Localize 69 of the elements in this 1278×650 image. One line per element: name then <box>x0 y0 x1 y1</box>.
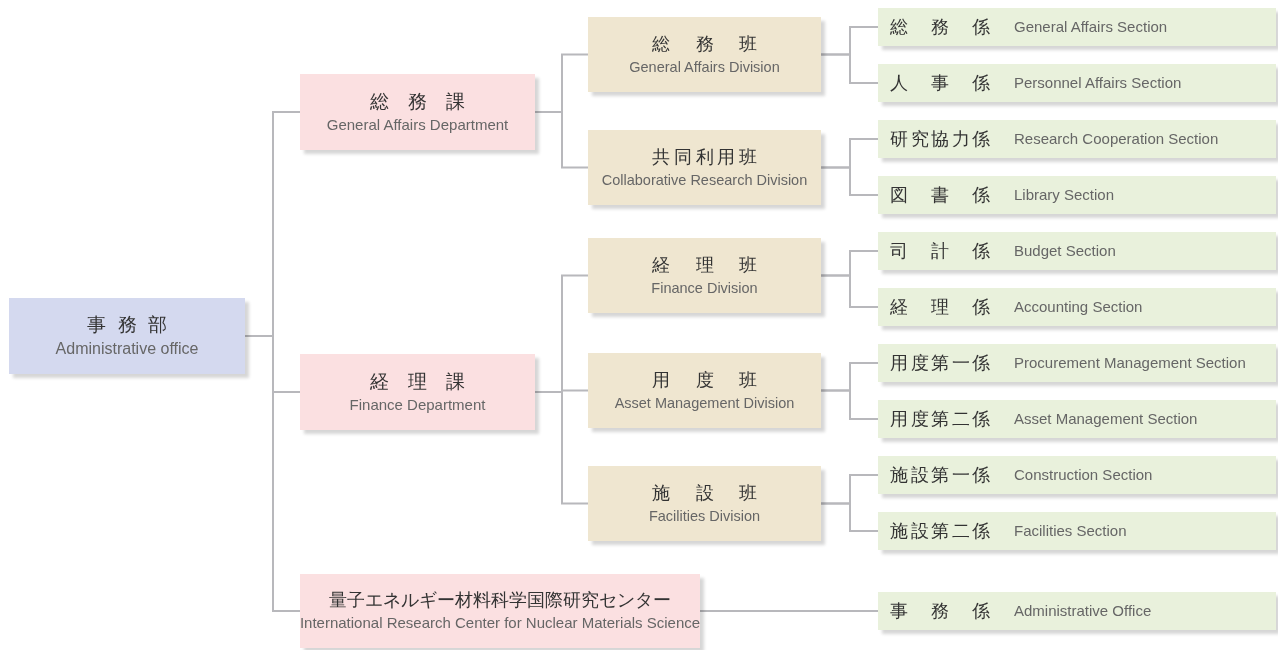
english-name: Asset Management Division <box>614 393 795 412</box>
english-name: Budget Section <box>1014 241 1116 261</box>
japanese-name: 経理班 <box>652 254 757 277</box>
japanese-name: 人事係 <box>890 71 990 95</box>
connector-line <box>820 274 879 308</box>
english-name: International Research Center for Nuclear Materials Science <box>299 613 701 633</box>
japanese-name: 事務係 <box>890 599 990 623</box>
japanese-name: 図書係 <box>890 183 990 207</box>
connector-line <box>820 502 879 532</box>
english-name: Personnel Affairs Section <box>1014 73 1182 93</box>
japanese-name: 司計係 <box>890 239 990 263</box>
english-name: Library Section <box>1014 185 1115 205</box>
japanese-name: 総務班 <box>652 33 757 56</box>
section-box <box>878 288 1276 326</box>
japanese-name: 用度第二係 <box>890 407 990 431</box>
section-box <box>878 512 1276 550</box>
section-box <box>878 8 1276 46</box>
japanese-name: 用度第一係 <box>890 351 990 375</box>
japanese-name: 施設第二係 <box>890 519 990 543</box>
japanese-name: 総務課 <box>370 89 465 114</box>
japanese-name: 研究協力係 <box>890 127 990 151</box>
connector-line <box>699 610 879 612</box>
japanese-name: 共同利用班 <box>652 146 757 169</box>
office-box <box>9 298 245 374</box>
english-name: Facilities Section <box>1014 521 1127 541</box>
japanese-name: 事務部 <box>87 313 167 337</box>
section-box <box>878 176 1276 214</box>
department-box <box>300 574 700 648</box>
japanese-name: 用度班 <box>652 369 757 392</box>
connector-line <box>534 391 589 505</box>
english-name: Administrative Office <box>1014 601 1152 621</box>
section-box <box>878 456 1276 494</box>
division-box <box>588 130 821 205</box>
department-box <box>300 354 535 430</box>
english-name: Collaborative Research Division <box>601 170 808 189</box>
japanese-name: 総務係 <box>890 15 990 39</box>
english-name: General Affairs Section <box>1014 17 1168 37</box>
division-box <box>588 238 821 313</box>
english-name: Administrative office <box>55 338 199 359</box>
english-name: Procurement Management Section <box>1014 353 1246 373</box>
english-name: Facilities Division <box>648 506 761 525</box>
connector-line <box>820 389 879 420</box>
section-box <box>878 344 1276 382</box>
division-box <box>588 353 821 428</box>
japanese-name: 施設班 <box>652 482 757 505</box>
section-box <box>878 120 1276 158</box>
japanese-name: 量子エネルギー材料科学国際研究センター <box>329 589 671 612</box>
english-name: Construction Section <box>1014 465 1153 485</box>
japanese-name: 経理課 <box>370 369 465 394</box>
section-box <box>878 400 1276 438</box>
division-box <box>588 466 821 541</box>
connector-line <box>820 166 879 196</box>
japanese-name: 施設第一係 <box>890 463 990 487</box>
section-box <box>878 64 1276 102</box>
division-box <box>588 17 821 92</box>
english-name: General Affairs Department <box>326 115 509 135</box>
section-box <box>878 232 1276 270</box>
connector-line <box>244 335 301 612</box>
english-name: Finance Department <box>349 395 486 415</box>
section-box <box>878 592 1276 630</box>
english-name: General Affairs Division <box>629 57 780 76</box>
connector-line <box>820 53 879 84</box>
connector-line <box>534 111 589 169</box>
english-name: Finance Division <box>651 278 758 297</box>
japanese-name: 経理係 <box>890 295 990 319</box>
english-name: Research Cooperation Section <box>1014 129 1219 149</box>
english-name: Accounting Section <box>1014 297 1143 317</box>
department-box <box>300 74 535 150</box>
english-name: Asset Management Section <box>1014 409 1198 429</box>
